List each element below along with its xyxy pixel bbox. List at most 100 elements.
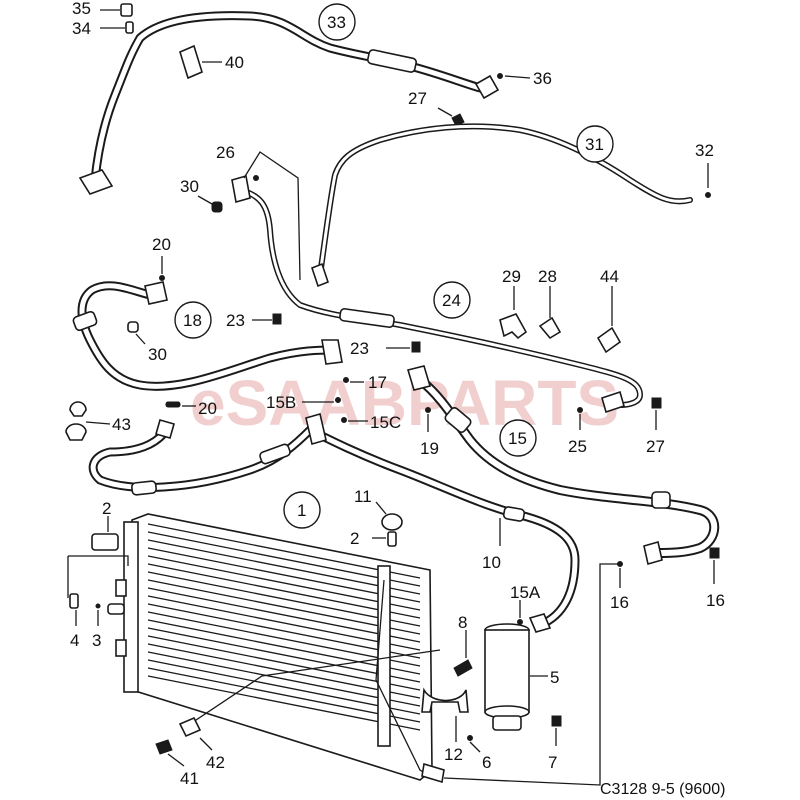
callout-33: 33 [327, 13, 346, 32]
callout-circle-24 [433, 281, 471, 319]
pipe-18-left-fitting [144, 281, 168, 305]
callout-circle-18 [174, 301, 212, 339]
part-30-nut-top [211, 201, 223, 213]
part-32-oring [705, 192, 711, 198]
callout-30-lower: 30 [148, 345, 167, 364]
callout-36: 36 [533, 69, 552, 88]
part-4-insert [69, 593, 79, 609]
callout-3: 3 [92, 631, 101, 650]
part-27-bolt-top [451, 113, 465, 127]
part-36-oring [497, 73, 503, 79]
callout-24: 24 [442, 291, 461, 310]
part-27-bolt-right [651, 397, 662, 409]
callout-29: 29 [502, 267, 521, 286]
callout-26: 26 [216, 143, 235, 162]
part-44-clip [596, 326, 622, 354]
callout-44: 44 [600, 267, 619, 286]
pipe-24 [231, 174, 643, 414]
part-30-nut-lower [127, 321, 139, 333]
pipe-15A-sleeve-3 [502, 506, 526, 522]
pipe-33-right-fitting [474, 74, 500, 100]
part-23-bolt-lower [411, 341, 421, 353]
callout-18: 18 [183, 311, 202, 330]
pipe-24-bracket [311, 262, 329, 288]
callout-7: 7 [548, 753, 557, 772]
part-42-clip [178, 716, 202, 738]
pipe-15-sleeve-2 [651, 491, 671, 509]
callout-35: 35 [72, 0, 91, 18]
pipe-15A-end-fitting [528, 613, 552, 633]
part-10-plug [387, 531, 397, 547]
pipe-18 [72, 281, 343, 391]
pipe-18-right-fitting [321, 339, 343, 365]
diagram-caption: C3128 9-5 (9600) [600, 781, 725, 798]
part-5-receiver-drier [484, 623, 530, 731]
part-29-clip [499, 313, 528, 340]
condenser-bracket-2 [115, 639, 127, 657]
pipe-18-sleeve [72, 310, 98, 332]
pipe-15-sleeve-1 [444, 406, 472, 434]
pipe-15A [88, 412, 580, 633]
part-11-cap [381, 513, 403, 531]
callout-42: 42 [206, 753, 225, 772]
part-41-bolt [155, 739, 173, 755]
pipe-15-top-fitting [406, 365, 432, 391]
part-34-valve [125, 21, 134, 34]
callout-20-top: 20 [152, 235, 171, 254]
callout-34: 34 [72, 19, 91, 38]
pipe-33-end-fitting [78, 169, 114, 195]
part-13-bolt [709, 547, 720, 559]
part-28-clip [538, 316, 562, 340]
part-43-clip-lower [65, 423, 87, 441]
part-35-cap [120, 3, 133, 17]
part-7-bolt [551, 715, 562, 727]
callout-4: 4 [70, 631, 79, 650]
callout-15C: 15C [370, 413, 401, 432]
callout-15B: 15B [266, 393, 296, 412]
condenser-right-tank [377, 565, 391, 747]
pipe-33-sleeve [367, 49, 417, 73]
callout-17: 17 [368, 373, 387, 392]
callout-12: 12 [444, 745, 463, 764]
callout-40: 40 [225, 53, 244, 72]
part-40-clip [179, 44, 203, 80]
pipe-15A-sleeve-1 [131, 480, 157, 496]
pipe-15A-left-fitting [155, 419, 175, 439]
drier-strap [421, 687, 469, 713]
callout-circle-31 [576, 125, 614, 163]
part-3-plug [107, 603, 125, 615]
callout-23-upper: 23 [226, 311, 245, 330]
callout-circle-1 [283, 491, 321, 529]
callout-43: 43 [112, 415, 131, 434]
part-23-bolt-upper [272, 313, 282, 325]
condenser-outlet-fitting [421, 762, 445, 784]
callout-13: 16 [706, 591, 725, 610]
callout-19: 19 [420, 439, 439, 458]
callout-6: 6 [482, 753, 491, 772]
condenser-bracket-1 [115, 579, 127, 597]
callout-15A: 10 [482, 553, 501, 572]
callout-25: 25 [568, 437, 587, 456]
watermark-text: eSAABPARTS [190, 367, 619, 439]
condenser-left-tank [123, 521, 139, 693]
callout-32: 32 [695, 141, 714, 160]
callout-2: 2 [102, 499, 111, 518]
callout-circle-15 [499, 419, 537, 457]
callout-16-center: 15A [510, 583, 541, 602]
callout-16-right: 16 [610, 593, 629, 612]
part-43-clip-upper [69, 401, 87, 417]
pipe-15 [406, 365, 720, 566]
callout-8: 8 [458, 613, 467, 632]
pipe-24-sleeve [339, 308, 395, 328]
callout-23-lower: 23 [350, 339, 369, 358]
pipe-15A-sleeve-2 [259, 443, 291, 465]
pipe-33 [78, 11, 500, 195]
callout-31: 31 [585, 135, 604, 154]
callout-27-right: 27 [646, 437, 665, 456]
part-8-bolt [453, 659, 473, 677]
callout-1: 1 [297, 501, 306, 520]
callout-11: 11 [354, 487, 372, 506]
callout-circle-33 [318, 3, 356, 41]
callout-15: 15 [508, 429, 527, 448]
